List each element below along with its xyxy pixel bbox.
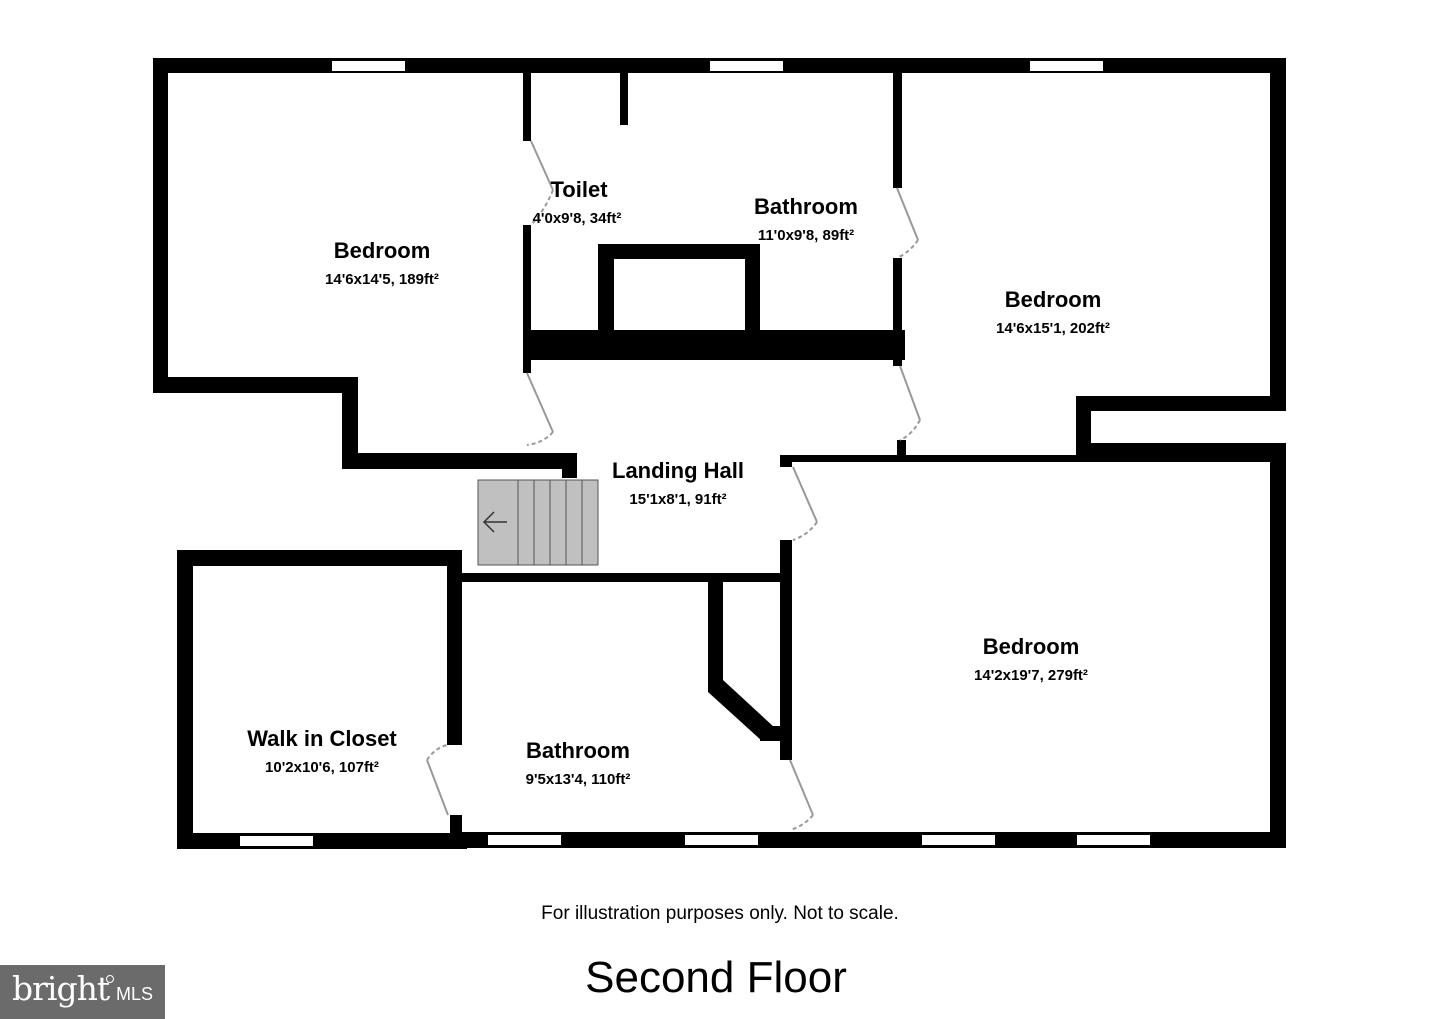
room-name-bedroom-se: Bedroom xyxy=(983,634,1080,659)
room-dims-bedroom-nw: 14'6x14'5, 189ft² xyxy=(325,271,439,288)
room-dims-landing-hall: 15'1x8'1, 91ft² xyxy=(629,491,726,508)
floor-title: Second Floor xyxy=(585,953,847,1002)
stairs xyxy=(477,479,599,566)
room-dims-walk-in-closet: 10'2x10'6, 107ft² xyxy=(265,759,379,776)
room-dims-toilet: 4'0x9'8, 34ft² xyxy=(533,210,622,227)
disclaimer-text: For illustration purposes only. Not to s… xyxy=(541,903,899,924)
bright-mls-logo: bright MLS xyxy=(0,965,165,1019)
logo-suffix: MLS xyxy=(116,984,154,1004)
room-dims-bathroom-n: 11'0x9'8, 89ft² xyxy=(758,227,854,244)
room-name-toilet: Toilet xyxy=(550,177,608,202)
room-name-bathroom-n: Bathroom xyxy=(754,194,858,219)
room-dims-bedroom-se: 14'2x19'7, 279ft² xyxy=(974,667,1088,684)
room-dims-bedroom-ne: 14'6x15'1, 202ft² xyxy=(996,320,1110,337)
arrow-left-icon xyxy=(482,511,507,533)
trademark-icon xyxy=(106,975,114,983)
logo-brand: bright xyxy=(12,969,110,1008)
door-swings xyxy=(426,140,921,831)
room-dims-bathroom-s: 9'5x13'4, 110ft² xyxy=(526,771,631,788)
room-name-landing-hall: Landing Hall xyxy=(612,458,744,483)
room-name-walk-in-closet: Walk in Closet xyxy=(247,726,397,751)
walls xyxy=(153,58,1286,849)
room-name-bedroom-ne: Bedroom xyxy=(1005,287,1102,312)
windows xyxy=(240,61,1150,846)
room-name-bedroom-nw: Bedroom xyxy=(334,238,431,263)
room-name-bathroom-s: Bathroom xyxy=(526,738,630,763)
room-labels: Bedroom 14'6x14'5, 189ft² Toilet 4'0x9'8… xyxy=(247,177,1110,788)
